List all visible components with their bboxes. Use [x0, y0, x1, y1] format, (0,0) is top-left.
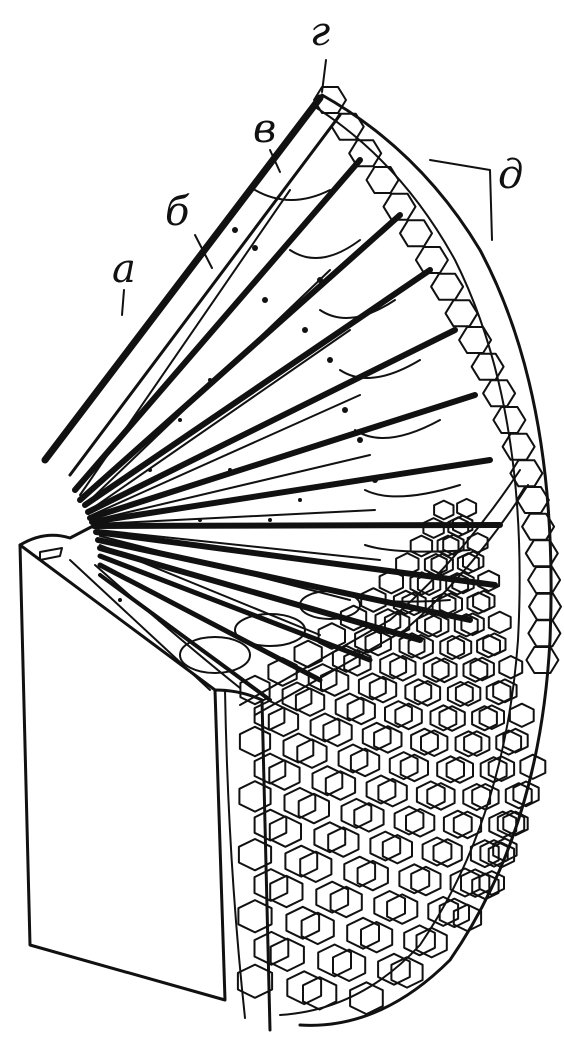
label-v: в: [253, 106, 276, 152]
label-b: б: [165, 189, 190, 235]
label-a: а: [112, 246, 136, 292]
label-d: д: [498, 152, 523, 198]
label-g: г: [310, 9, 330, 55]
